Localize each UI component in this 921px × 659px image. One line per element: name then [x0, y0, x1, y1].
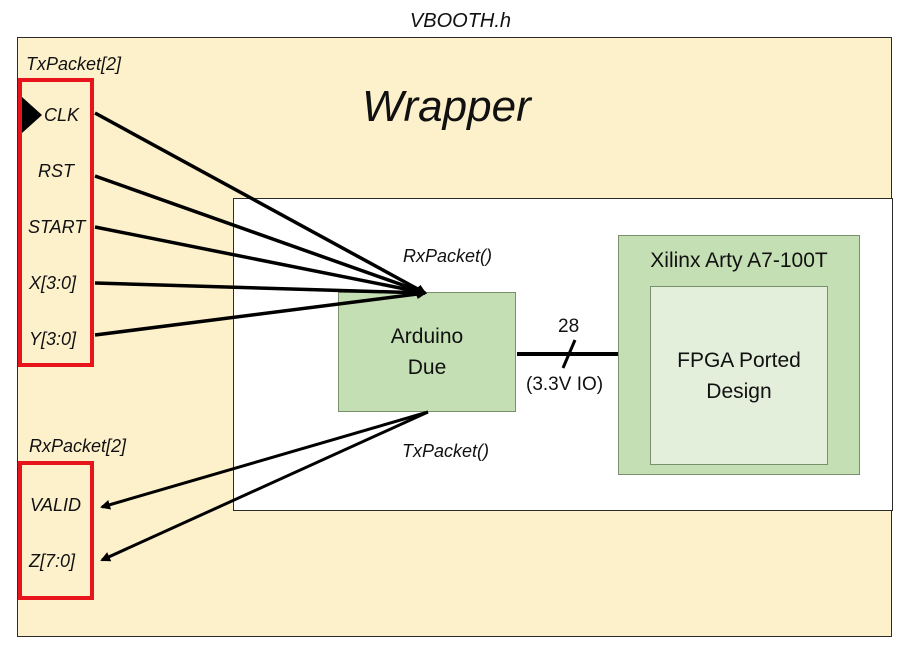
bus-width-label: 28: [558, 316, 580, 337]
wire-y: [94, 289, 427, 337]
port-y: Y[3:0]: [29, 329, 77, 349]
bus-slash-icon: [561, 339, 577, 369]
rxpacket-call-label: RxPacket(): [403, 246, 493, 266]
wire-rst: [94, 174, 427, 296]
rx-group-box: [18, 461, 94, 600]
port-valid: VALID: [30, 495, 82, 515]
wire-clk: [94, 111, 427, 295]
tx-group-box: [18, 78, 94, 367]
wire-start: [94, 225, 427, 297]
xilinx-board-title: Xilinx Arty A7-100T: [650, 249, 828, 272]
clock-triangle-icon: [22, 97, 42, 133]
wire-z: [100, 410, 429, 562]
rx-group-title: RxPacket[2]: [29, 436, 127, 456]
wire-valid: [100, 410, 429, 510]
arduino-due-block: Arduino Due: [338, 292, 516, 412]
fpga-design-block: FPGA Ported Design: [650, 286, 828, 465]
wire-x: [94, 281, 427, 298]
fpga-label-line2: Design: [706, 379, 772, 403]
txpacket-call-label: TxPacket(): [402, 441, 490, 461]
port-rst: RST: [38, 161, 74, 181]
port-start: START: [28, 217, 86, 237]
wrapper-label: Wrapper: [362, 82, 531, 131]
fpga-label-line1: FPGA Ported: [677, 348, 801, 372]
port-x: X[3:0]: [29, 273, 77, 293]
port-clk: CLK: [44, 105, 80, 125]
file-title: VBOOTH.h: [409, 10, 512, 32]
tx-group-title: TxPacket[2]: [26, 54, 122, 74]
arduino-label-line2: Due: [407, 356, 447, 379]
arduino-label-line1: Arduino: [390, 325, 464, 348]
bus-io-label: (3.3V IO): [526, 374, 604, 395]
port-z: Z[7:0]: [29, 551, 76, 571]
